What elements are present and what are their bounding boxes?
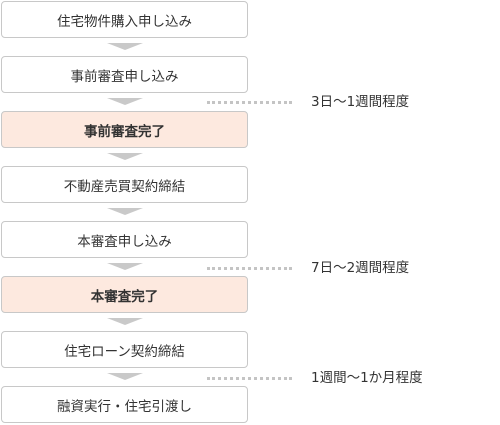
down-arrow-icon bbox=[107, 263, 143, 270]
down-arrow-icon bbox=[107, 318, 143, 325]
down-arrow-icon bbox=[107, 208, 143, 215]
step-label: 住宅ローン契約締結 bbox=[64, 343, 185, 360]
down-arrow-icon bbox=[107, 43, 143, 50]
dotted-leader bbox=[207, 267, 292, 270]
duration-label-3: 1週間〜1か月程度 bbox=[311, 370, 423, 386]
step-label: 本審査完了 bbox=[90, 288, 159, 305]
step-box-1: 住宅物件購入申し込み bbox=[1, 1, 248, 38]
down-arrow-icon bbox=[107, 98, 143, 105]
down-arrow-icon bbox=[107, 153, 143, 160]
dotted-leader bbox=[207, 377, 292, 380]
duration-label-2: 7日〜2週間程度 bbox=[311, 260, 410, 276]
down-arrow-icon bbox=[107, 373, 143, 380]
step-box-5: 本審査申し込み bbox=[1, 221, 248, 258]
step-label: 事前審査申し込み bbox=[70, 68, 179, 85]
step-label: 不動産売買契約締結 bbox=[63, 178, 186, 195]
step-box-7: 住宅ローン契約締結 bbox=[1, 331, 248, 368]
step-label: 融資実行・住宅引渡し bbox=[57, 398, 192, 415]
step-box-6-highlighted: 本審査完了 bbox=[1, 276, 248, 313]
dotted-leader bbox=[207, 101, 292, 104]
step-box-2: 事前審査申し込み bbox=[1, 56, 248, 93]
step-box-4: 不動産売買契約締結 bbox=[1, 166, 248, 203]
step-label: 住宅物件購入申し込み bbox=[57, 13, 192, 30]
duration-label-1: 3日〜1週間程度 bbox=[311, 94, 410, 110]
step-box-3-highlighted: 事前審査完了 bbox=[1, 111, 248, 148]
step-box-8: 融資実行・住宅引渡し bbox=[1, 386, 248, 423]
step-label: 事前審査完了 bbox=[84, 123, 165, 140]
step-label: 本審査申し込み bbox=[77, 233, 172, 250]
